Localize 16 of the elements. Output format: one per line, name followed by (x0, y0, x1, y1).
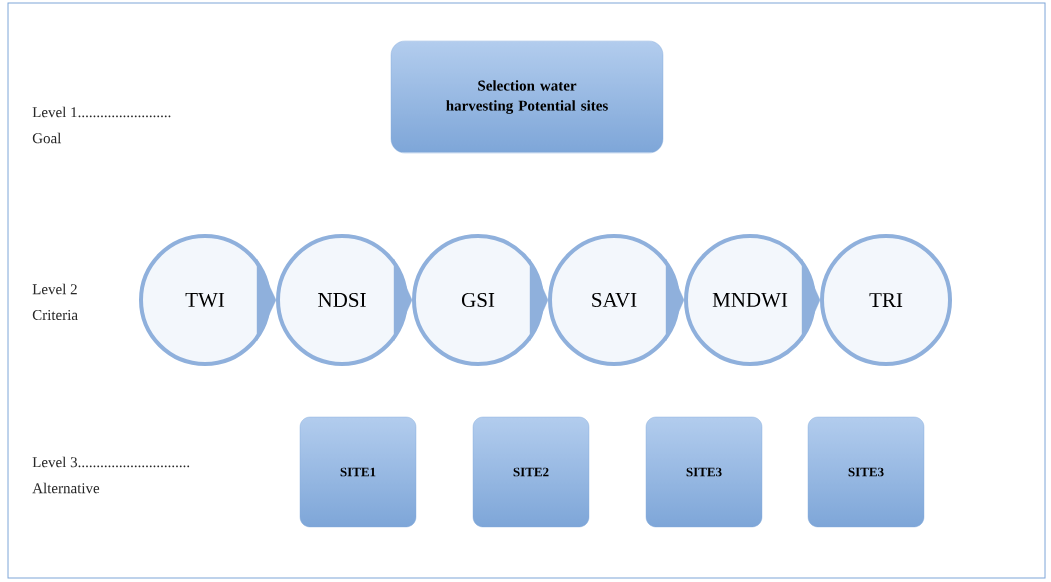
alternative-box: SITE3 (645, 416, 763, 528)
arrow (256, 259, 277, 341)
level-label: Alternative (32, 482, 100, 494)
arrow (393, 259, 413, 341)
level-label: Level 2 (32, 283, 77, 295)
level-label: Criteria (32, 309, 78, 321)
level-label: Goal (32, 132, 62, 144)
arrow (665, 259, 685, 341)
arrow (529, 259, 549, 341)
alternative-box: SITE1 (299, 416, 417, 528)
level-label: Level 1......................... (32, 106, 171, 118)
alternative-box: SITE2 (472, 416, 590, 528)
goal-box: Selection water harvesting Potential sites (390, 40, 664, 154)
level-label: Level 3.............................. (32, 456, 190, 468)
arrow (801, 259, 821, 341)
alternative-box: SITE3 (807, 416, 925, 528)
